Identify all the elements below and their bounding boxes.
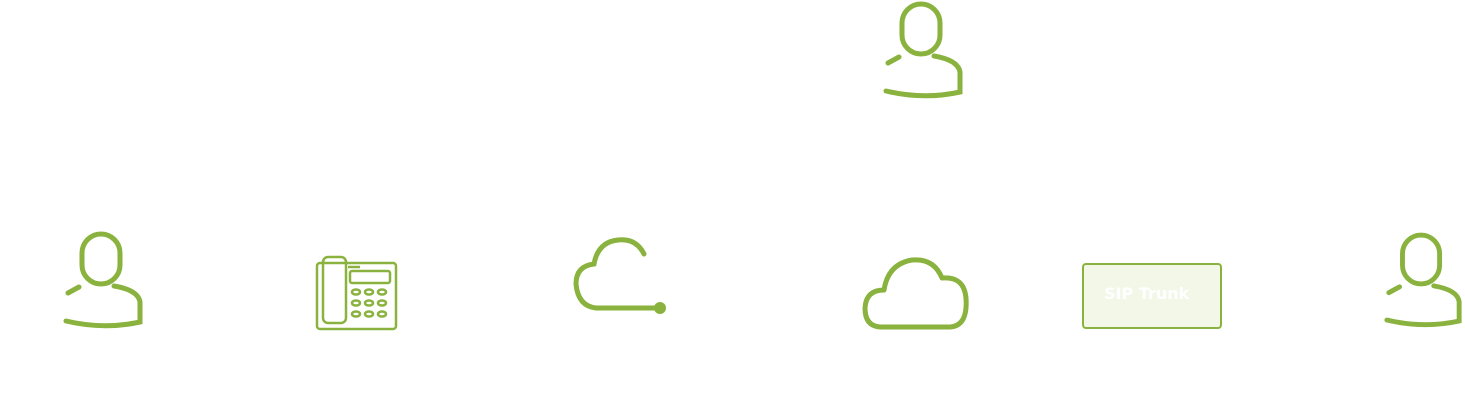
- user-icon: [63, 231, 143, 329]
- user-icon: [1384, 232, 1462, 328]
- user-icon: [883, 1, 963, 99]
- sip-trunk-label: SIP Trunk: [1104, 284, 1190, 303]
- desk-phone: [314, 255, 400, 333]
- sip-trunk-box: SIP Trunk: [1082, 263, 1222, 329]
- user-right: [1381, 230, 1465, 330]
- cloud-icon: [862, 257, 969, 330]
- user-left: [60, 230, 146, 330]
- cloud-connector: [572, 236, 672, 316]
- cloud: [862, 256, 972, 332]
- desk-phone-icon: [315, 255, 398, 331]
- user-top: [880, 0, 966, 100]
- cloud-connector-icon: [573, 237, 666, 314]
